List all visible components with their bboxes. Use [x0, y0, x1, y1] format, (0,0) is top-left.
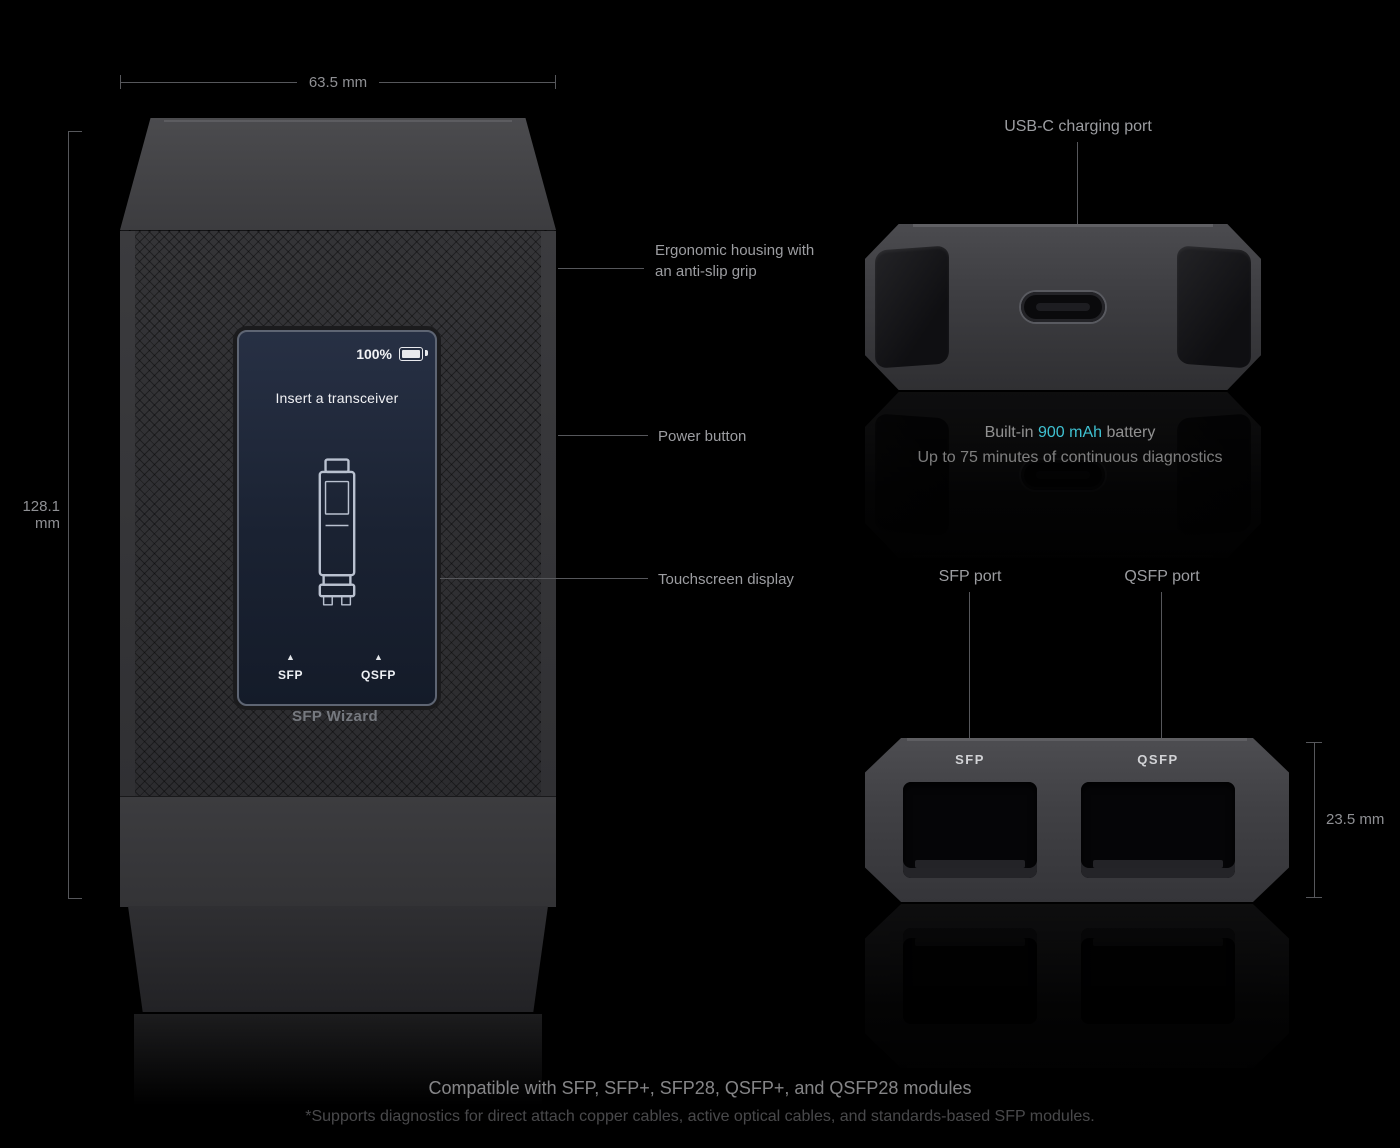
- qsfp-port-print: QSFP: [1137, 752, 1179, 767]
- callout-line-screen: [440, 578, 648, 579]
- dimension-tick: [1306, 742, 1322, 743]
- height-dimension-line: [68, 131, 69, 899]
- battery-spec-line1: Built-in 900 mAh battery: [835, 424, 1305, 442]
- compatibility-caption: Compatible with SFP, SFP+, SFP28, QSFP+,…: [428, 1078, 972, 1098]
- callout-grip: Ergonomic housing with an anti-slip grip: [655, 240, 814, 282]
- up-arrow-icon: ▲: [374, 652, 383, 662]
- dimension-tick: [555, 75, 557, 89]
- width-dimension-label: 63.5 mm: [308, 73, 368, 91]
- dimension-tick: [68, 898, 82, 899]
- device-front-view: 100% Insert a transceiver ▲ SFP: [120, 118, 556, 907]
- screen-slot-row: ▲ SFP ▲ QSFP: [239, 652, 435, 683]
- dimension-line: [379, 81, 556, 83]
- brand-label: SFP Wizard: [291, 708, 379, 725]
- device-reflection: [134, 1014, 542, 1106]
- device-top-view: [865, 224, 1261, 390]
- sfp-slot-indicator: ▲ SFP: [277, 652, 304, 683]
- device-edge: [120, 231, 135, 797]
- battery-text-highlight: 900 mAh: [1037, 424, 1103, 441]
- battery-percent-label: 100%: [356, 346, 392, 362]
- device-touchscreen: 100% Insert a transceiver ▲ SFP: [237, 330, 437, 706]
- battery-text-prefix: Built-in: [984, 424, 1038, 441]
- depth-dimension-label: 23.5 mm: [1326, 811, 1385, 828]
- device-bottom-cap: [120, 796, 556, 907]
- corner-recess-right: [1177, 245, 1251, 369]
- device-top-cap: [120, 118, 556, 230]
- screen-prompt: Insert a transceiver: [275, 390, 399, 406]
- dimension-tick: [1306, 897, 1322, 898]
- device-bottom-view: SFP QSFP: [865, 738, 1289, 902]
- callout-qsfp-port: QSFP port: [1124, 568, 1200, 585]
- battery-icon: [399, 347, 428, 361]
- callout-line-qsfp: [1161, 592, 1162, 738]
- callout-usb-c-port: USB-C charging port: [1004, 118, 1152, 135]
- callout-grip-line1: Ergonomic housing with: [655, 242, 815, 259]
- dimension-tick: [120, 75, 121, 89]
- width-dimension: 63.5 mm: [120, 72, 557, 92]
- qsfp-slot-label: QSFP: [360, 668, 397, 682]
- usb-c-port: [1021, 292, 1105, 322]
- sfp-port-print: SFP: [955, 752, 985, 767]
- battery-spec-line2: Up to 75 minutes of continuous diagnosti…: [917, 449, 1223, 466]
- sfp-slot-label: SFP: [277, 668, 304, 682]
- corner-recess-left: [875, 245, 949, 369]
- callout-line-power: [558, 435, 648, 436]
- dimension-line: [121, 81, 297, 83]
- callout-touchscreen: Touchscreen display: [658, 571, 794, 588]
- depth-dimension-line: [1314, 742, 1315, 898]
- battery-text-suffix: battery: [1102, 424, 1156, 441]
- callout-line-grip: [558, 268, 644, 269]
- callout-sfp-port: SFP port: [938, 568, 1002, 585]
- callout-line-usb: [1077, 142, 1078, 268]
- dimension-tick: [68, 131, 82, 132]
- callout-power-button: Power button: [658, 428, 747, 445]
- qsfp-slot-indicator: ▲ QSFP: [360, 652, 397, 683]
- transceiver-icon: [318, 458, 356, 606]
- device-edge: [541, 231, 556, 797]
- footnote-caption: *Supports diagnostics for direct attach …: [305, 1108, 1095, 1125]
- up-arrow-icon: ▲: [286, 652, 295, 662]
- qsfp-port-opening: [1081, 782, 1235, 878]
- callout-line-sfp: [969, 592, 970, 738]
- reflection-fade: [855, 904, 1299, 1090]
- callout-grip-line2: an anti-slip grip: [655, 263, 757, 280]
- height-dimension-label: 128.1 mm: [22, 498, 60, 532]
- battery-spec-text: Built-in 900 mAh battery Up to 75 minute…: [835, 424, 1305, 467]
- reflection-fade: [855, 392, 1275, 574]
- sfp-port-opening: [903, 782, 1037, 878]
- screen-status-bar: 100%: [356, 346, 428, 362]
- device-base: [128, 906, 548, 1012]
